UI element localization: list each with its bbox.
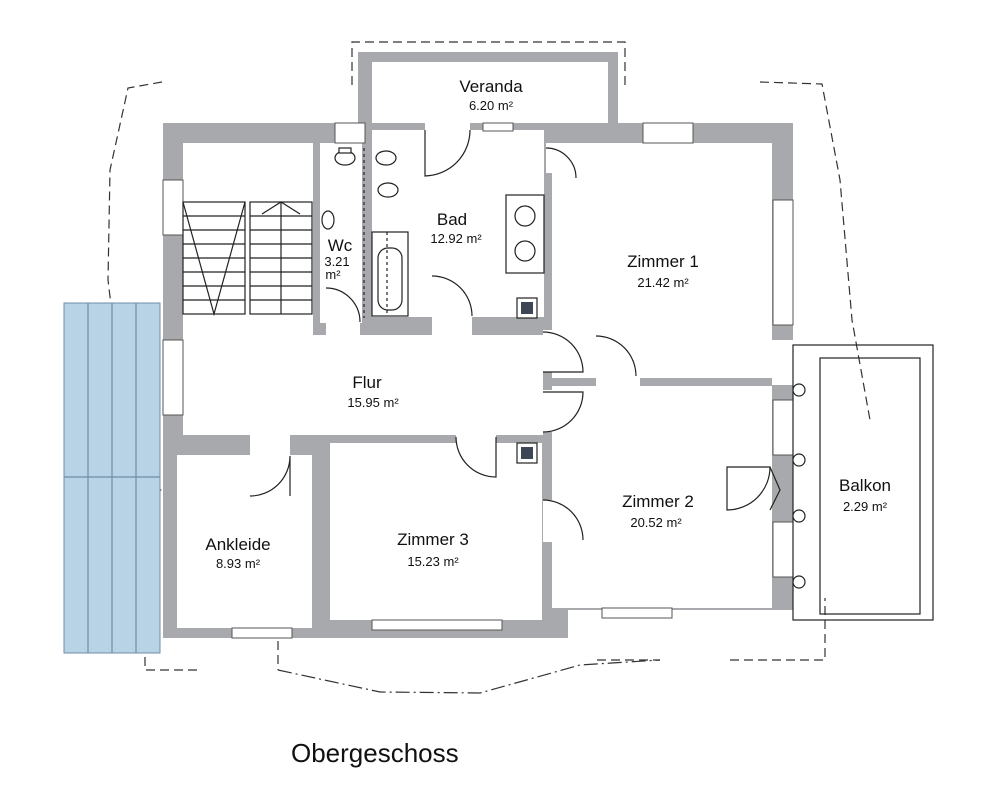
room-area-wc-value: 3.21 (324, 254, 349, 269)
bathroom-fixtures (321, 147, 545, 318)
room-area-zimmer-2: 20.52 m² (630, 515, 682, 530)
balcony (792, 344, 934, 621)
room-name-balkon: Balkon (839, 476, 891, 495)
room-area-balkon: 2.29 m² (843, 499, 888, 514)
room-area-flur: 15.95 m² (347, 395, 399, 410)
room-area-ankleide: 8.93 m² (216, 556, 261, 571)
room-labels: Veranda 6.20 m² Bad 12.92 m² Zimmer 1 21… (205, 77, 891, 571)
room-name-zimmer-2: Zimmer 2 (622, 492, 694, 511)
room-name-wc: Wc (328, 236, 353, 255)
room-area-zimmer-1: 21.42 m² (637, 275, 689, 290)
room-area-bad: 12.92 m² (430, 231, 482, 246)
roof-outline (107, 41, 871, 694)
room-name-zimmer-3: Zimmer 3 (397, 530, 469, 549)
room-name-zimmer-1: Zimmer 1 (627, 252, 699, 271)
staircase (182, 201, 313, 317)
room-area-veranda: 6.20 m² (469, 98, 514, 113)
plan-title: Obergeschoss (291, 738, 459, 768)
room-area-zimmer-3: 15.23 m² (407, 554, 459, 569)
windows (162, 122, 794, 639)
room-name-flur: Flur (352, 373, 382, 392)
doors (249, 129, 781, 541)
room-name-bad: Bad (437, 210, 467, 229)
solar-panels (63, 302, 161, 654)
walls (163, 52, 793, 638)
room-area-wc-unit: m² (325, 267, 341, 282)
room-name-ankleide: Ankleide (205, 535, 270, 554)
room-name-veranda: Veranda (459, 77, 523, 96)
